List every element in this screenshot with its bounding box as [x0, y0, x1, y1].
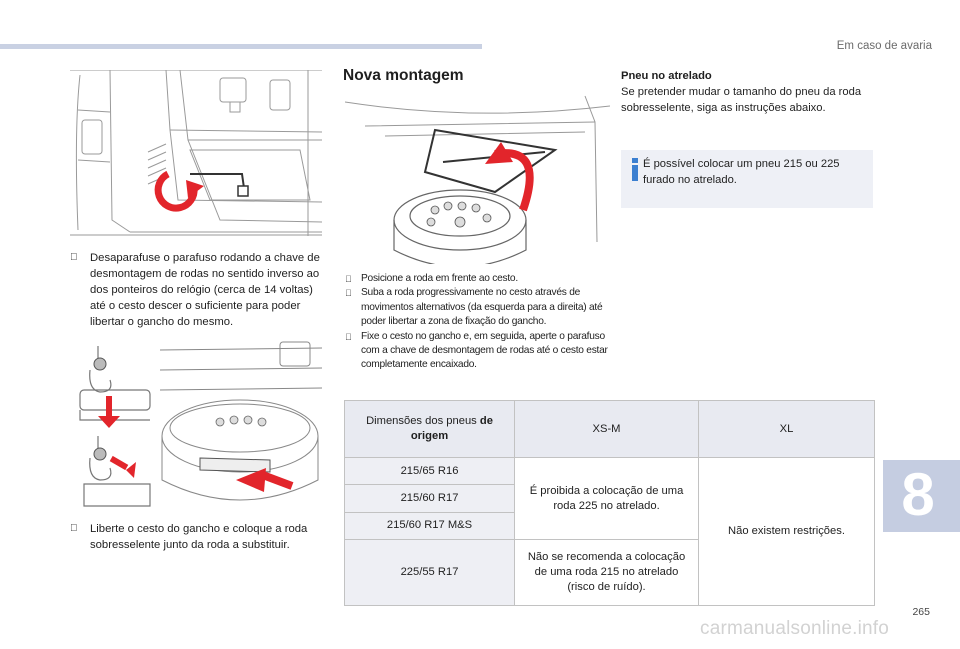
step-release-basket:  Liberte o cesto do gancho e coloque a … — [70, 521, 328, 553]
dimension-cell: 215/60 R17 — [344, 484, 515, 513]
tire-table: Dimensões dos pneus de origem XS-M XL 21… — [344, 400, 875, 606]
trailer-text: Se pretender mudar o tamanho do pneu da … — [621, 86, 862, 114]
refit-steps-list:  Posicione a roda em frente ao cesto. … — [345, 272, 610, 373]
bullet-icon:  — [70, 250, 78, 266]
chapter-number: 8 — [901, 461, 935, 528]
header-xl: XL — [698, 400, 875, 458]
figure-hook-detail — [70, 340, 154, 512]
figure-trunk-key — [70, 70, 322, 236]
table-row: 215/60 R17 M&S — [344, 511, 875, 541]
table-header-row: Dimensões dos pneus de origem XS-M XL — [344, 400, 875, 458]
bullet-icon:  — [345, 272, 352, 286]
header-xs-m: XS-M — [514, 400, 699, 458]
step-release-basket-text: Liberte o cesto do gancho e coloque a ro… — [90, 523, 308, 551]
section-heading: Nova montagem — [343, 67, 464, 84]
list-item:  Suba a roda progressivamente no cesto … — [345, 286, 610, 329]
dimension-cell: 225/55 R17 — [344, 539, 515, 606]
refit-illustration — [345, 95, 610, 264]
chapter-tab — [883, 460, 960, 532]
info-icon — [630, 158, 640, 181]
xs-m-restriction-215: Não se recomenda a colocação de uma roda… — [514, 539, 699, 606]
bullet-icon:  — [70, 521, 78, 537]
bullet-icon:  — [345, 330, 352, 344]
trailer-section: Pneu no atrelado Se pretender mudar o ta… — [621, 68, 891, 116]
list-item:  Posicione a roda em frente ao cesto. — [345, 272, 610, 286]
hook-illustration — [79, 346, 151, 507]
list-item:  Fixe o cesto no gancho e, em seguida, … — [345, 330, 610, 373]
figure-spare-wheel-lowered — [160, 340, 322, 512]
xl-restriction: Não existem restrições. — [698, 457, 875, 606]
dimension-cell: 215/65 R16 — [344, 456, 515, 486]
info-text: É possível colocar um pneu 215 ou 225 fu… — [643, 158, 840, 186]
header-bar — [0, 44, 482, 49]
trailer-title: Pneu no atrelado — [621, 70, 712, 82]
section-title: Em caso de avaria — [836, 40, 932, 52]
wheel-lowered-illustration — [160, 341, 322, 501]
table-row: 225/55 R17 Não se recomenda a colocação … — [344, 539, 875, 606]
bullet-icon:  — [345, 286, 352, 300]
dimension-cell: 215/60 R17 M&S — [344, 511, 515, 541]
header-original-dimensions: Dimensões dos pneus de origem — [344, 400, 515, 458]
watermark: carmanualsonline.info — [700, 618, 890, 639]
table-row: 215/65 R16 É proibida a colocação de uma… — [344, 456, 875, 606]
table-row: 215/60 R17 — [344, 484, 875, 513]
step-unscrew:  Desaparafuse o parafuso rodando a chav… — [70, 250, 328, 330]
figure-refit-wheel — [345, 92, 610, 264]
trunk-illustration — [70, 70, 322, 236]
xs-m-restriction-225: É proibida a colocação de uma roda 225 n… — [514, 457, 699, 540]
page-number: 265 — [912, 606, 930, 618]
step-unscrew-text: Desaparafuse o parafuso rodando a chave … — [90, 252, 320, 328]
info-box: É possível colocar um pneu 215 ou 225 fu… — [621, 150, 873, 208]
